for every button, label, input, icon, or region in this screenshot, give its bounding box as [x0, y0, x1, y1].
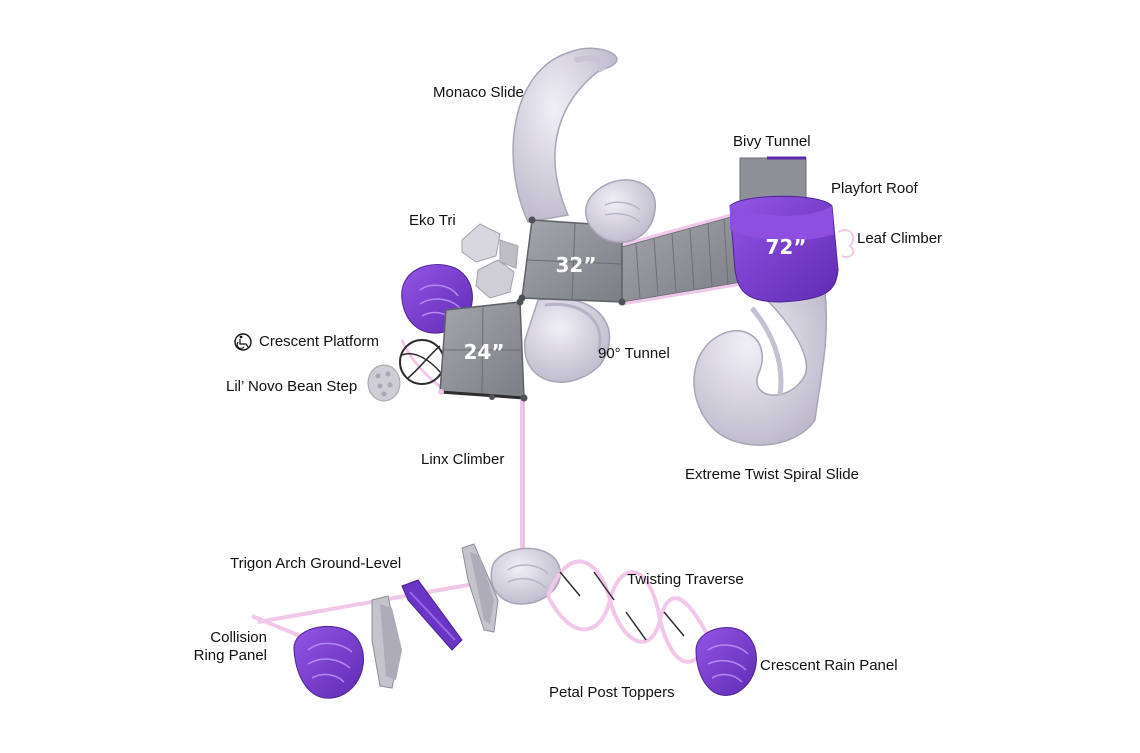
ninety-degree-tunnel: [524, 297, 611, 383]
bivy-tunnel: [739, 156, 807, 203]
extreme-twist-spiral-slide: [693, 291, 828, 446]
trigon-arch-ground-level: [401, 579, 463, 651]
label-bivy-tunnel: Bivy Tunnel: [733, 133, 811, 150]
label-eko-tri: Eko Tri: [409, 212, 456, 229]
wheelchair-icon: [234, 333, 252, 351]
label-90-tunnel: 90° Tunnel: [598, 345, 670, 362]
label-linx-climber: Linx Climber: [421, 451, 505, 468]
crescent-rain-panel: [695, 626, 757, 696]
label-crescent-platform: Crescent Platform: [259, 333, 380, 350]
deck-height-label-72: 72”: [766, 235, 807, 259]
label-trigon-arch: Trigon Arch Ground-Level: [230, 555, 402, 572]
label-collision-ring-panel: Collision Ring Panel: [180, 629, 267, 665]
twisting-traverse: [546, 559, 712, 664]
leaf-climber-boulder: [584, 179, 656, 243]
eko-tri: [461, 223, 519, 299]
monaco-slide: [512, 47, 618, 223]
linx-climber: [520, 400, 525, 548]
bridge-walkway: [617, 211, 743, 306]
spiral-climber: [399, 339, 445, 385]
collision-ring-panel: [293, 625, 364, 699]
lil-novo-bean-step: [367, 364, 401, 402]
label-petal-post-toppers: Petal Post Toppers: [549, 684, 675, 701]
playfort-roof: 72”: [729, 195, 855, 303]
label-crescent-rain-panel: Crescent Rain Panel: [760, 657, 898, 674]
label-collision-ring-panel-line2: Ring Panel: [193, 647, 267, 664]
trigon-arch-left: [371, 595, 402, 689]
label-playfort-roof: Playfort Roof: [831, 180, 918, 197]
deck-height-label-24: 24”: [464, 340, 505, 364]
label-leaf-climber: Leaf Climber: [857, 230, 943, 247]
petal-post-topper-center: [490, 547, 562, 605]
deck-height-label-32: 32”: [556, 253, 597, 277]
label-lil-novo-bean-step: Lil’ Novo Bean Step: [226, 378, 358, 395]
trigon-arch-right: [461, 543, 499, 633]
label-collision-ring-panel-line1: Collision: [210, 629, 267, 646]
label-extreme-twist-spiral-slide: Extreme Twist Spiral Slide: [685, 466, 859, 483]
deck-24: 24”: [438, 298, 528, 402]
label-monaco-slide: Monaco Slide: [433, 84, 524, 101]
label-twisting-traverse: Twisting Traverse: [627, 571, 744, 588]
